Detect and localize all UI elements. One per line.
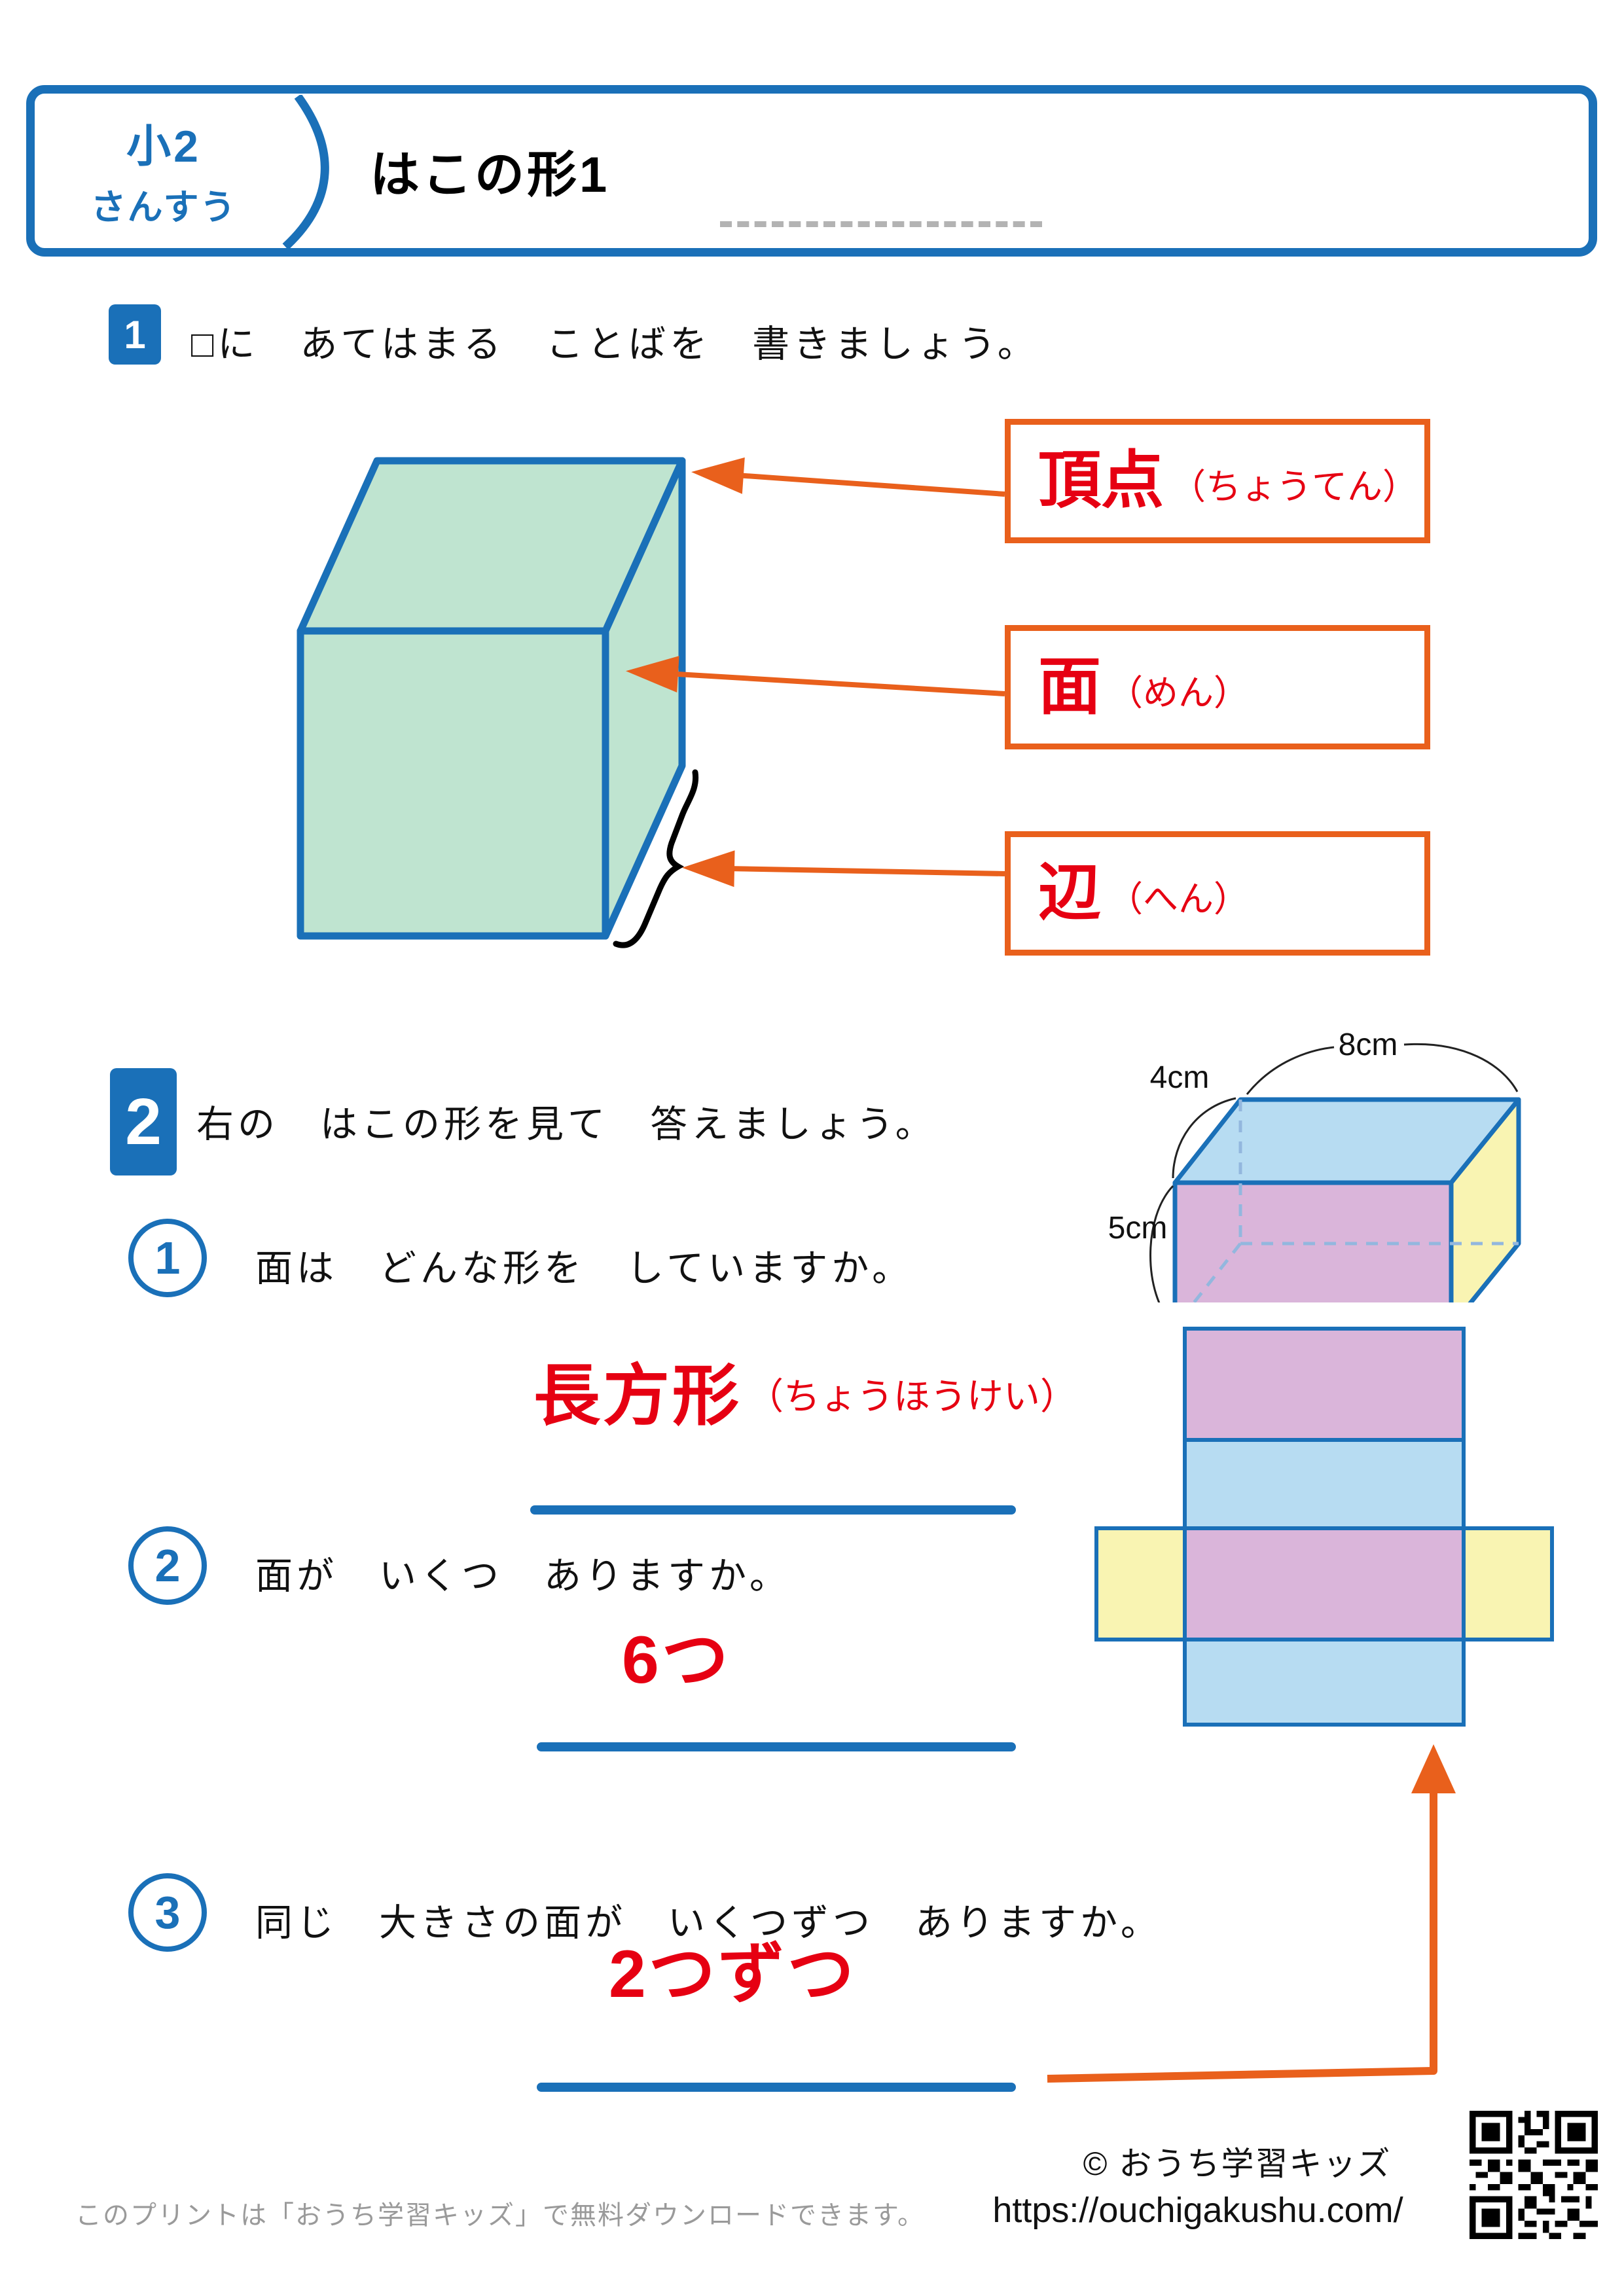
dim-height-label: 5cm — [1108, 1211, 1168, 1246]
net-face-4 — [1183, 1638, 1466, 1727]
sub2-prompt: 面が いくつ ありますか。 — [255, 1555, 791, 1597]
vertex-arrow — [691, 457, 1005, 497]
edge-label-box: 辺 （へん） — [1005, 831, 1430, 956]
footer-copyright: © おうち学習キッズ — [1083, 2145, 1392, 2182]
vertex-term: 頂点 — [1038, 446, 1164, 516]
edge-brace — [613, 769, 699, 948]
sub3-number-circle: 3 — [128, 1873, 207, 1952]
face-term: 面 — [1038, 652, 1101, 722]
net-face-3 — [1183, 1526, 1466, 1641]
dim-width-label: 8cm — [1339, 1028, 1398, 1062]
net-side-right — [1462, 1526, 1554, 1641]
grade-label: 小2 — [126, 122, 201, 171]
sub2-answer-text: 6つ — [622, 1623, 731, 1697]
sub3-answer-text: 2つずつ — [609, 1937, 857, 2011]
footer-url: https://ouchigakushu.com/ — [992, 2191, 1403, 2230]
sub2-answer-line — [537, 1742, 1016, 1751]
vertex-label-box: 頂点 （ちょうてん） — [1005, 419, 1430, 543]
net-pointer-arrow — [1047, 1744, 1456, 2083]
dim-depth-label: 4cm — [1150, 1060, 1210, 1095]
cube-front-face — [297, 627, 609, 940]
sub1-answer-line — [530, 1505, 1016, 1515]
net-side-left — [1094, 1526, 1187, 1641]
subject-label: さんすう — [90, 188, 237, 227]
sub2-answer: 6つ — [622, 1622, 731, 1698]
edge-term: 辺 — [1038, 858, 1101, 928]
edge-arrow — [682, 850, 1005, 888]
sub1-number-circle: 1 — [128, 1219, 207, 1297]
face-arrow — [626, 656, 1005, 696]
qr-code — [1470, 2111, 1598, 2239]
q2-prompt: 右の はこの形を見て 答えましょう。 — [196, 1103, 937, 1145]
sub1-answer-reading: （ちょうほうけい） — [747, 1376, 1077, 1417]
sub2-number-circle: 2 — [128, 1526, 207, 1605]
edge-reading: （へん） — [1108, 879, 1249, 919]
sub1-answer-text: 長方形 — [533, 1359, 742, 1433]
cube-figure — [297, 457, 1005, 948]
net-figure — [1094, 1327, 1554, 1727]
dimension-leaders — [1149, 1043, 1519, 1302]
sub3-answer-line — [537, 2083, 1016, 2092]
net-face-2 — [1183, 1438, 1466, 1530]
header-frame — [26, 85, 1597, 257]
q2-number-badge: 2 — [110, 1068, 177, 1175]
name-line — [720, 221, 1042, 227]
header-divider-curve — [282, 95, 329, 248]
face-label-box: 面 （めん） — [1005, 625, 1430, 749]
footer-note: このプリントは「おうち学習キッズ」で無料ダウンロードできます。 — [75, 2201, 925, 2230]
page-title: はこの形1 — [370, 147, 610, 203]
vertex-reading: （ちょうてん） — [1170, 467, 1418, 507]
cuboid-figure: 8cm 4cm 5cm — [1108, 1028, 1521, 1302]
sub1-answer: 長方形 （ちょうほうけい） — [533, 1358, 1077, 1435]
face-reading: （めん） — [1108, 673, 1249, 713]
hidden-edges — [1191, 1100, 1519, 1302]
sub3-answer: 2つずつ — [609, 1936, 857, 2013]
sub3-prompt: 同じ 大きさの面が いくつずつ ありますか。 — [255, 1902, 1162, 1944]
sub1-prompt: 面は どんな形を していますか。 — [255, 1247, 914, 1289]
q1-number-badge: 1 — [109, 304, 161, 365]
q1-prompt: □に あてはまる ことばを 書きましょう。 — [191, 323, 1039, 365]
net-face-1 — [1183, 1327, 1466, 1442]
